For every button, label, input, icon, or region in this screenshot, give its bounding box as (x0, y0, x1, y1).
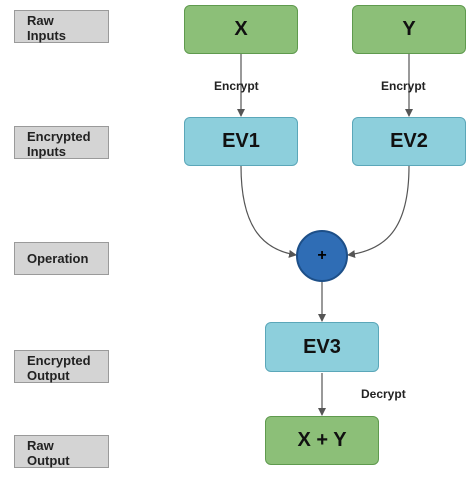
edge-label-encrypt-right: Encrypt (381, 79, 426, 93)
stage-label-raw-inputs: Raw Inputs (14, 10, 109, 43)
operation-node: + (296, 230, 348, 282)
node-ev1: EV1 (184, 117, 298, 166)
edge-label-decrypt: Decrypt (361, 387, 406, 401)
arrow-ev1-to-op (240, 165, 297, 258)
stage-label-raw-output: Raw Output (14, 435, 109, 468)
stage-label-encrypted-inputs: Encrypted Inputs (14, 126, 109, 159)
node-ev2: EV2 (352, 117, 466, 166)
node-result: X + Y (265, 416, 379, 465)
arrow-ev2-to-op (347, 165, 410, 259)
node-x: X (184, 5, 298, 54)
node-y: Y (352, 5, 466, 54)
edge-label-encrypt-left: Encrypt (214, 79, 259, 93)
stage-label-operation: Operation (14, 242, 109, 275)
stage-label-encrypted-output: Encrypted Output (14, 350, 109, 383)
node-ev3: EV3 (265, 322, 379, 372)
